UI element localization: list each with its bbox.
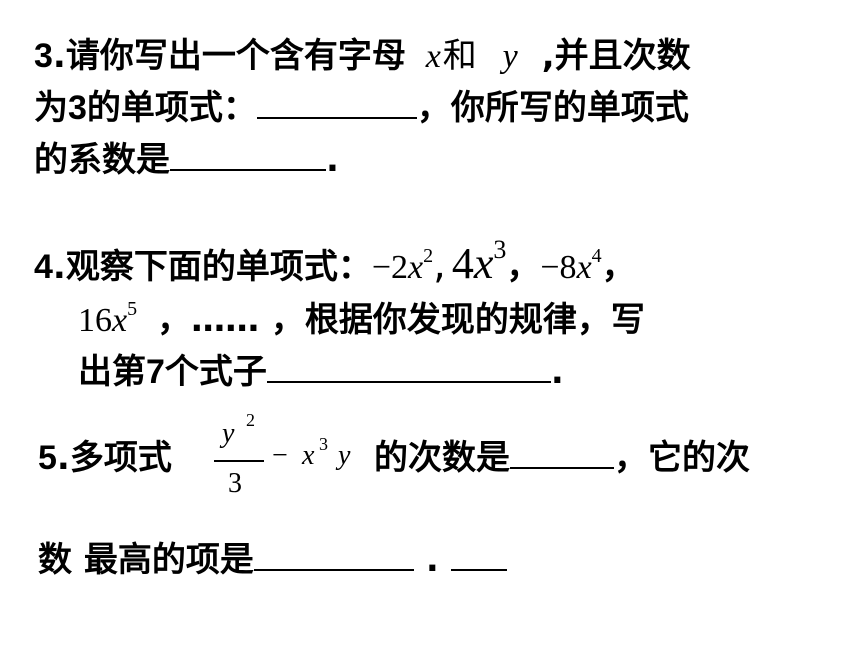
- q4-term-2-coef: 4: [451, 239, 474, 288]
- q5-line2-b: 最高的项是: [83, 540, 254, 580]
- q4-term-1-var: x: [408, 249, 424, 286]
- q4-number: 4: [34, 248, 53, 286]
- q4-term-2-exp: 3: [493, 235, 507, 264]
- q5-answer-blank-2[interactable]: [253, 541, 414, 571]
- q5-frac-num-exp: 2: [246, 410, 255, 430]
- q4-term-1-sep: ,: [433, 242, 446, 288]
- q5-line2-end: .: [425, 540, 439, 580]
- q3-line2-a: 为: [34, 88, 68, 128]
- q5-term-var1: x: [302, 440, 315, 471]
- q4-term-1-exp: 2: [423, 245, 434, 267]
- q3-line2-c: ，你所写的单项式: [416, 88, 689, 128]
- q3-line-2: 为3的单项式： ，你所写的单项式: [34, 88, 689, 128]
- q4-line-3: 出第7个式子.: [78, 352, 564, 392]
- q3-number: 3: [34, 37, 53, 75]
- q4-term-4-var: x: [112, 302, 128, 339]
- q5-frac-den: 3: [228, 468, 242, 499]
- q4-term-2-var: x: [473, 239, 494, 288]
- q3-line2-b: 的单项式：: [86, 88, 257, 128]
- q4-term-1-coef: −2: [371, 249, 409, 286]
- q4-line3-a: 出第: [78, 352, 146, 392]
- q4-term-4-exp: 5: [127, 298, 138, 320]
- q5-minus: −: [272, 440, 288, 471]
- q4-line2-text: ，…… ，根据你发现的规律，写: [157, 300, 645, 340]
- q3-text-a: .请你写出一个含有字母: [52, 36, 406, 76]
- q3-answer-blank-2[interactable]: [170, 141, 326, 171]
- q4-line-2: 16x5 ，…… ，根据你发现的规律，写: [78, 298, 645, 345]
- q3-var-x: x: [425, 38, 441, 75]
- q5-answer-blank-1[interactable]: [510, 439, 614, 469]
- q4-term-3-exp: 4: [591, 245, 602, 267]
- q4-term-2-sep: ，: [506, 247, 541, 287]
- q5-number: 5: [38, 439, 57, 477]
- q5-line-2: 数 最高的项是.: [38, 540, 507, 580]
- q5-line-1-cont: 的次数是 ，它的次: [374, 438, 750, 478]
- q4-line-1: 4.观察下面的单项式：−2x2,4x3，−8x4，: [34, 235, 636, 292]
- q4-term-3-sep: ，: [601, 247, 636, 287]
- q4-term-3-coef: −8: [540, 249, 577, 286]
- q4-text-a: .观察下面的单项式：: [52, 247, 372, 287]
- q3-he: 和: [442, 38, 477, 75]
- q3-line3-a: 的系数是: [34, 140, 170, 180]
- q4-term-3-var: x: [576, 249, 592, 286]
- q4-nth: 7: [146, 353, 165, 391]
- q3-degree: 3: [68, 89, 87, 127]
- q5-fraction-bar: [214, 460, 264, 462]
- q3-line-3: 的系数是.: [34, 140, 339, 180]
- q5-text-b: 的次数是: [374, 438, 510, 478]
- q5-term-exp: 3: [319, 434, 328, 454]
- q5-line-1: 5.多项式: [38, 438, 172, 478]
- q3-line3-end: .: [326, 140, 339, 180]
- q4-term-4-coef: 16: [78, 302, 112, 339]
- q5-frac-num-var: y: [222, 418, 235, 449]
- q3-line-1: 3.请你写出一个含有字母 x和 y ,并且次数: [34, 36, 691, 77]
- q5-line2-a: 数: [38, 540, 72, 580]
- q5-text-c: ，它的次: [614, 438, 750, 478]
- q3-text-b: ,并且次数: [541, 36, 691, 76]
- q3-var-y: y: [502, 38, 518, 75]
- q3-answer-blank-1[interactable]: [256, 89, 417, 119]
- q5-answer-blank-3[interactable]: [450, 541, 507, 571]
- q4-line3-b: 个式子: [164, 352, 267, 392]
- q5-text-a: .多项式: [56, 438, 172, 478]
- q4-answer-blank[interactable]: [266, 353, 551, 383]
- q4-line3-end: .: [550, 352, 564, 392]
- q5-term-var2: y: [338, 440, 351, 471]
